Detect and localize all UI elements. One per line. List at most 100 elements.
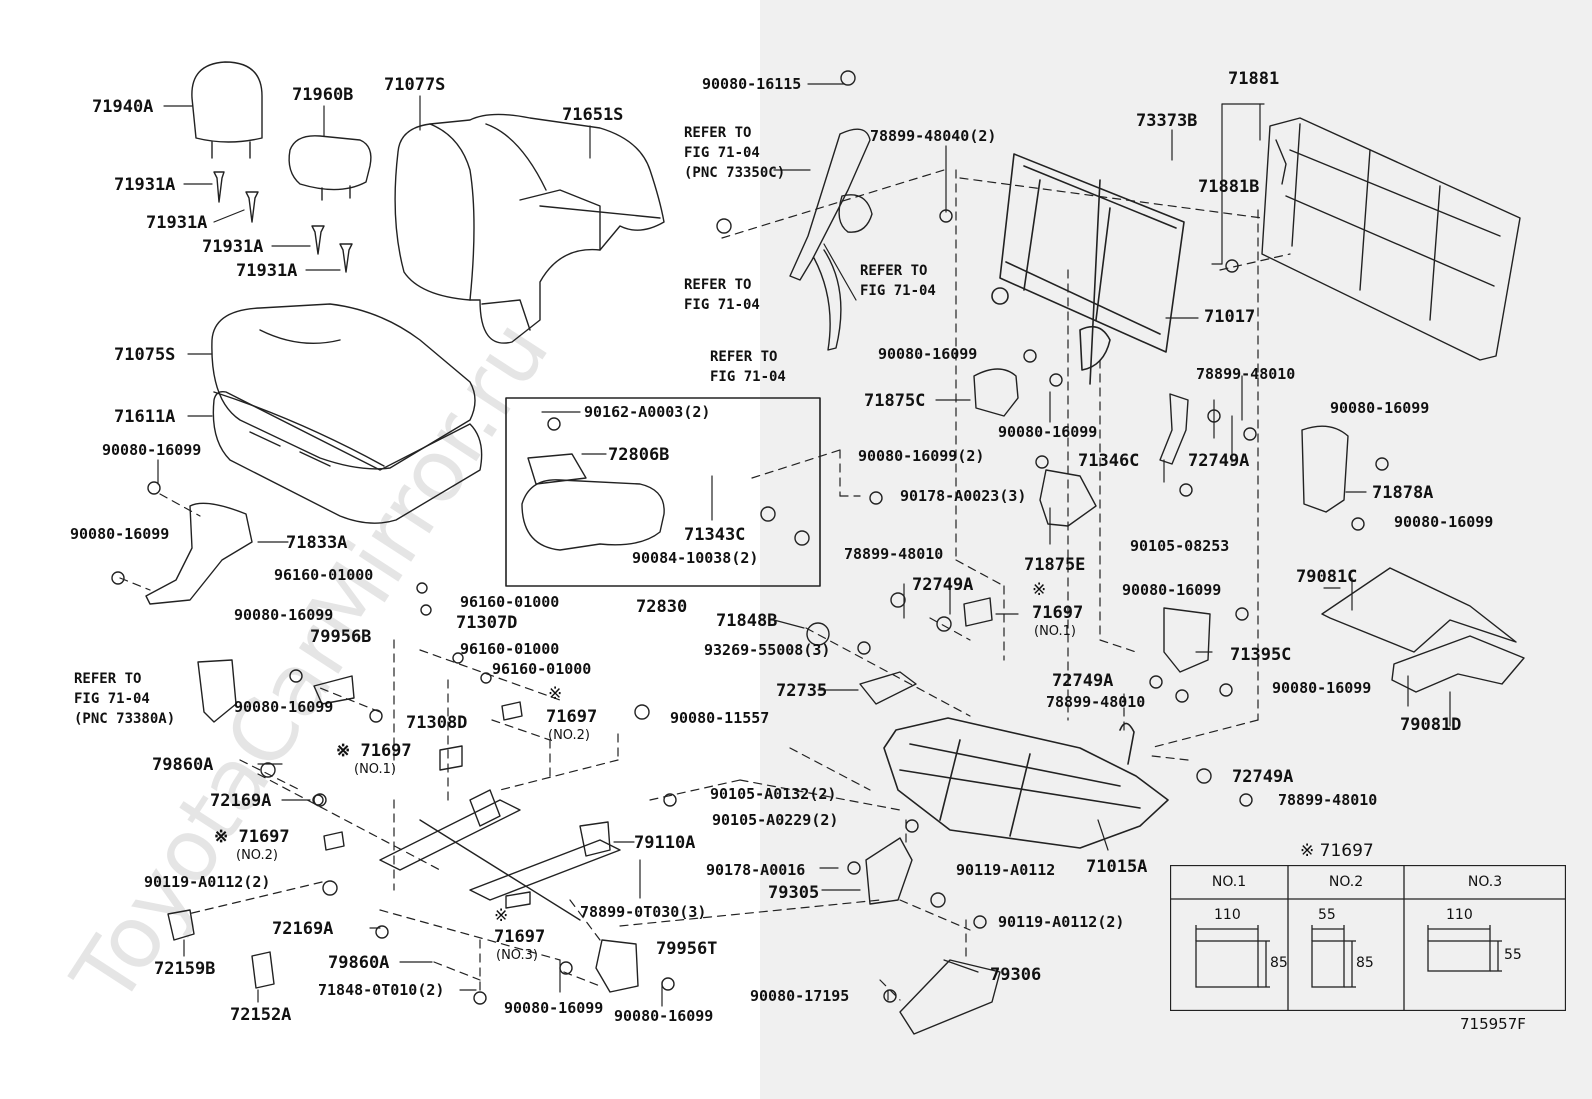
part-label-90080-16099-l: 90080-16099	[1272, 679, 1372, 697]
part-label-90119-a0112-2-c: 90119-A0112(2)	[998, 913, 1125, 931]
seatback-71077s	[394, 113, 665, 344]
part-label-71940a: 71940A	[92, 97, 154, 117]
seatbelt-assembly	[789, 128, 873, 351]
pad-71697-no1-right	[963, 597, 993, 627]
strap-72735	[859, 671, 917, 705]
mat-79081c	[1321, 567, 1517, 653]
part-label-93269-55008: 93269-55008(3)	[704, 641, 831, 659]
part-label-78899-48010-d: 78899-48010	[1278, 791, 1378, 809]
part-label-71075s: 71075S	[114, 345, 176, 365]
part-label-72749a-a: 72749A	[1188, 451, 1250, 471]
refer-note-73380a-line2: FIG 71-04	[74, 691, 150, 707]
part-label-72806b: 72806B	[608, 445, 670, 465]
pad-71697-no3	[505, 891, 531, 909]
bracket-79956t	[595, 939, 639, 993]
part-label-72152a: 72152A	[230, 1005, 292, 1025]
part-label-71931a-2: 71931A	[146, 213, 208, 233]
part-label-71017: 71017	[1204, 307, 1256, 327]
part-label-71307d: 71307D	[456, 613, 518, 633]
refer-note-73380a-line3: (PNC 73380A)	[74, 711, 176, 727]
cap-71848b	[806, 622, 830, 646]
seat-frame-71015a	[883, 717, 1169, 849]
refer-note-73380a-line1: REFER TO	[74, 671, 142, 687]
part-label-79860a-a: 79860A	[152, 755, 214, 775]
shaded-half-background	[760, 0, 1592, 1099]
part-label-90105-08253: 90105-08253	[1130, 537, 1230, 555]
part-label-71611a: 71611A	[114, 407, 176, 427]
part-label-71697-no1-right: 71697	[1032, 603, 1084, 623]
headrest-guides	[213, 171, 353, 273]
seatback-frame-71017	[991, 153, 1185, 385]
part-label-79305: 79305	[768, 883, 820, 903]
part-label-71848b: 71848B	[716, 611, 778, 631]
part-label-71308d: 71308D	[406, 713, 468, 733]
legend-no3-width: 110	[1446, 907, 1473, 923]
pad-71697-no1-left	[439, 745, 463, 771]
cover-72152a	[251, 951, 275, 989]
part-label-79081c: 79081C	[1296, 567, 1358, 587]
leader-lines	[157, 83, 1451, 1007]
legend-no2-height: 85	[1356, 955, 1374, 971]
part-label-72169a-a: 72169A	[210, 791, 272, 811]
part-label-79860a-b: 79860A	[328, 953, 390, 973]
legend-pad-no1	[1195, 940, 1259, 988]
armrest-group-box-72830	[505, 397, 821, 587]
part-label-90080-16099-a: 90080-16099	[102, 441, 202, 459]
part-label-90080-16099-i: 90080-16099	[1330, 399, 1430, 417]
part-label-71343c: 71343C	[684, 525, 746, 545]
part-label-96160-01000-d: 96160-01000	[492, 660, 592, 678]
legend-no1-height: 85	[1270, 955, 1288, 971]
part-label-72735: 72735	[776, 681, 828, 701]
refer-note-73350c-line3: (PNC 73350C)	[684, 165, 786, 181]
headrest-71940a	[191, 61, 263, 159]
bracket-79306	[899, 959, 1001, 1035]
part-label-90105-a0229: 90105-A0229(2)	[712, 811, 839, 829]
part-label-71697-no1-left: ※ 71697	[336, 741, 412, 761]
part-label-71960b: 71960B	[292, 85, 354, 105]
legend-head-no3: NO.3	[1467, 874, 1503, 890]
part-label-71697-no2-left: ※ 71697	[214, 827, 290, 847]
part-label-72749a-c: 72749A	[1052, 671, 1114, 691]
legend-pad-no2	[1311, 940, 1345, 988]
part-label-72830: 72830	[636, 597, 688, 617]
part-label-90080-16099-g: 90080-16099	[878, 345, 978, 363]
part-label-78899-48040: 78899-48040(2)	[870, 127, 997, 145]
cover-72159b	[167, 909, 195, 941]
cover-71395c	[1163, 607, 1211, 673]
part-label-90080-16099-2: 90080-16099(2)	[858, 447, 985, 465]
part-label-72159b: 72159B	[154, 959, 216, 979]
pad-size-legend: ※ 71697 NO.1 NO.2 NO.3 110 85 55 85 110 …	[1170, 841, 1566, 1011]
part-label-78899-48010-c: 78899-48010	[1046, 693, 1146, 711]
refer-note-b-line1: REFER TO	[860, 263, 928, 279]
part-label-90080-16099-d: 90080-16099	[234, 698, 334, 716]
legend-no3-height: 55	[1504, 947, 1522, 963]
cover-71878a	[1301, 425, 1349, 513]
bracket-79956b	[313, 675, 355, 705]
part-label-71881: 71881	[1228, 69, 1280, 89]
note-mark-71697-no3: ※	[494, 906, 509, 926]
part-label-71651s: 71651S	[562, 105, 624, 125]
note-71697-no3: (NO.3)	[496, 948, 538, 963]
part-label-90080-16099-k: 90080-16099	[1122, 581, 1222, 599]
legend-head-no2: NO.2	[1328, 874, 1364, 890]
refer-note-c-line2: FIG 71-04	[710, 369, 786, 385]
part-label-90080-16099-c: 90080-16099	[234, 606, 334, 624]
refer-note-73350c-line1: REFER TO	[684, 125, 752, 141]
legend-no2-width: 55	[1318, 907, 1336, 923]
part-label-79306: 79306	[990, 965, 1042, 985]
seat-cushion-71075s	[211, 303, 476, 470]
part-label-71395c: 71395C	[1230, 645, 1292, 665]
part-label-71346c: 71346C	[1078, 451, 1140, 471]
part-label-71931a-1: 71931A	[114, 175, 176, 195]
part-label-71875e: 71875E	[1024, 555, 1086, 575]
fasteners	[111, 70, 1389, 1005]
part-label-78899-0t030: 78899-0T030(3)	[580, 903, 707, 921]
part-label-78899-48010-a: 78899-48010	[1196, 365, 1296, 383]
pad-71697-no2-left	[323, 831, 345, 851]
part-label-78899-48010-b: 78899-48010	[844, 545, 944, 563]
part-label-73373b: 73373B	[1136, 111, 1198, 131]
note-71697-no1-right: (NO.1)	[1034, 624, 1076, 639]
refer-note-c-line1: REFER TO	[710, 349, 778, 365]
legend-no1-width: 110	[1214, 907, 1241, 923]
